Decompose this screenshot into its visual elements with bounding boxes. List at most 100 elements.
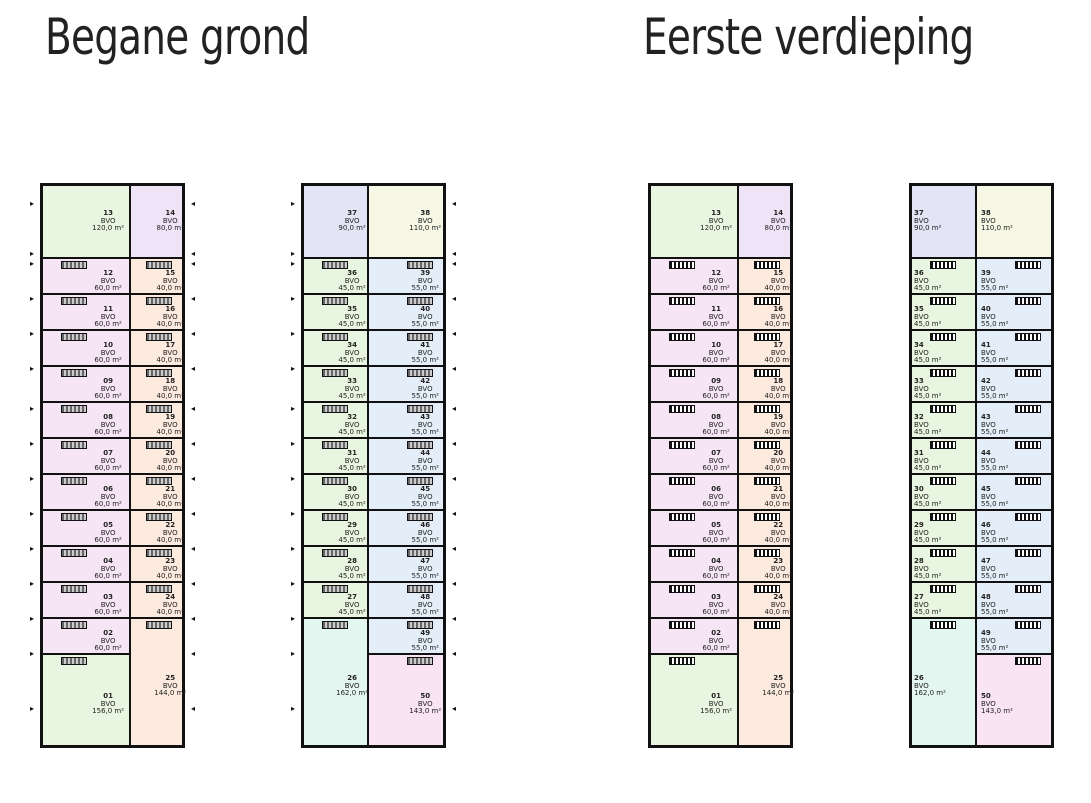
unit-number: 38 — [420, 209, 431, 217]
unit-type: BVO — [770, 420, 786, 429]
unit-number: 06 — [711, 485, 721, 493]
entrance-arrow-icon: ◂ — [451, 544, 456, 553]
entrance-arrow-icon: ▸ — [291, 439, 296, 448]
unit-type: BVO — [981, 600, 996, 609]
entrance-arrow-icon: ▸ — [291, 704, 296, 713]
stair-icon — [669, 441, 695, 449]
unit-area: 40,0 m² — [156, 284, 184, 292]
unit-type: BVO — [708, 564, 724, 573]
unit-number: 15 — [773, 269, 784, 277]
entrance-arrow-icon: ▸ — [291, 544, 296, 553]
unit-number: 08 — [103, 413, 113, 421]
unit-area: 60,0 m² — [94, 356, 122, 364]
stair-icon — [669, 477, 695, 485]
unit-area: 45,0 m² — [338, 356, 366, 364]
unit-type: BVO — [708, 699, 724, 708]
stair-icon — [930, 513, 956, 521]
unit-number: 07 — [711, 449, 721, 457]
unit-number: 13 — [103, 209, 113, 217]
stair-icon — [61, 585, 87, 593]
unit-area: 60,0 m² — [702, 644, 730, 652]
entrance-arrow-icon: ◂ — [190, 509, 195, 518]
entrance-arrow-icon: ▸ — [291, 329, 296, 338]
entrance-arrow-icon: ◂ — [451, 509, 456, 518]
unit-number: 41 — [420, 341, 431, 349]
stair-icon — [146, 405, 172, 413]
unit-area: 162,0 m² — [336, 689, 369, 697]
unit-area: 55,0 m² — [411, 608, 439, 616]
entrance-arrow-icon: ▸ — [291, 259, 296, 268]
unit-type: BVO — [981, 492, 996, 501]
unit-type: BVO — [708, 420, 724, 429]
entrance-arrow-icon: ▸ — [30, 404, 35, 413]
unit-area: 55,0 m² — [411, 464, 439, 472]
unit-number: 20 — [773, 449, 784, 457]
unit-type: BVO — [417, 636, 433, 645]
unit-area: 55,0 m² — [981, 464, 1009, 472]
stair-icon — [930, 261, 956, 269]
unit-area: 60,0 m² — [94, 572, 122, 580]
stair-icon — [322, 513, 348, 521]
entrance-arrow-icon: ◂ — [451, 294, 456, 303]
stair-icon — [407, 549, 433, 557]
stair-icon — [61, 513, 87, 521]
unit-area: 40,0 m² — [764, 392, 792, 400]
unit-number: 49 — [420, 629, 431, 637]
unit-type: BVO — [162, 600, 178, 609]
entrance-arrow-icon: ▸ — [291, 509, 296, 518]
entrance-arrow-icon: ◂ — [190, 704, 195, 713]
unit-number: 46 — [420, 521, 431, 529]
entrance-arrow-icon: ▸ — [291, 294, 296, 303]
stair-icon — [322, 297, 348, 305]
stair-icon — [754, 369, 780, 377]
unit-area: 40,0 m² — [156, 500, 184, 508]
entrance-arrow-icon: ▸ — [30, 199, 35, 208]
unit-area: 40,0 m² — [764, 536, 792, 544]
entrance-arrow-icon: ◂ — [451, 329, 456, 338]
unit-area: 60,0 m² — [702, 536, 730, 544]
unit-type: BVO — [100, 564, 116, 573]
entrance-arrow-icon: ◂ — [451, 704, 456, 713]
unit-area: 45,0 m² — [914, 608, 942, 616]
unit-number: 16 — [165, 305, 176, 313]
entrance-arrow-icon: ◂ — [451, 364, 456, 373]
unit-type: BVO — [981, 312, 996, 321]
entrance-arrow-icon: ▸ — [30, 544, 35, 553]
unit-number: 30 — [347, 485, 357, 493]
unit-area: 55,0 m² — [411, 284, 439, 292]
unit-area: 55,0 m² — [411, 644, 439, 652]
unit-area: 80,0 m² — [764, 224, 792, 232]
unit-number: 29 — [914, 521, 924, 529]
unit-area: 60,0 m² — [94, 392, 122, 400]
stair-icon — [1015, 585, 1041, 593]
unit-type: BVO — [344, 276, 360, 285]
entrance-arrow-icon: ◂ — [190, 544, 195, 553]
stair-icon — [407, 297, 433, 305]
